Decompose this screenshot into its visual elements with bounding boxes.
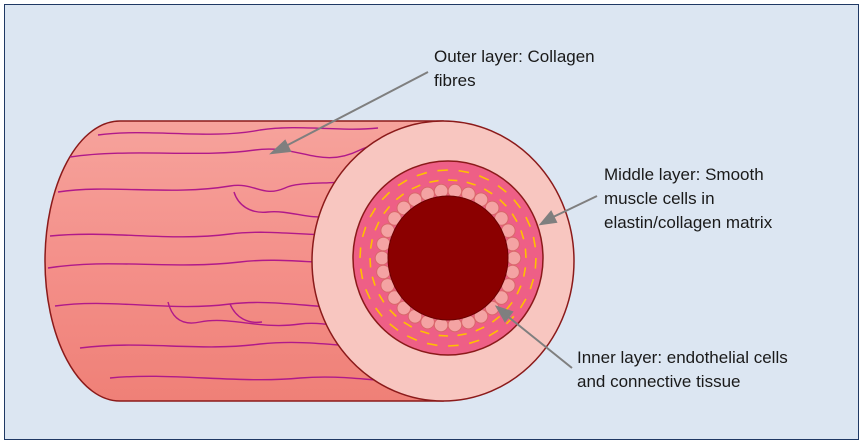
- elastin-dash: [448, 180, 457, 181]
- elastin-dash: [535, 258, 536, 269]
- outer-layer-label: Outer layer: Collagen fibres: [434, 45, 595, 93]
- elastin-dash: [360, 247, 361, 258]
- middle-layer-label: Middle layer: Smooth muscle cells in ela…: [604, 163, 772, 235]
- elastin-dash: [448, 345, 459, 346]
- elastin-dash: [525, 249, 526, 258]
- lumen: [388, 196, 508, 320]
- endothelial-cell: [507, 251, 521, 265]
- inner-layer-label: Inner layer: endothelial cells and conne…: [577, 346, 788, 394]
- elastin-dash: [437, 170, 448, 171]
- elastin-dash: [370, 258, 371, 267]
- elastin-dash: [439, 335, 448, 336]
- endothelial-cell: [375, 251, 389, 265]
